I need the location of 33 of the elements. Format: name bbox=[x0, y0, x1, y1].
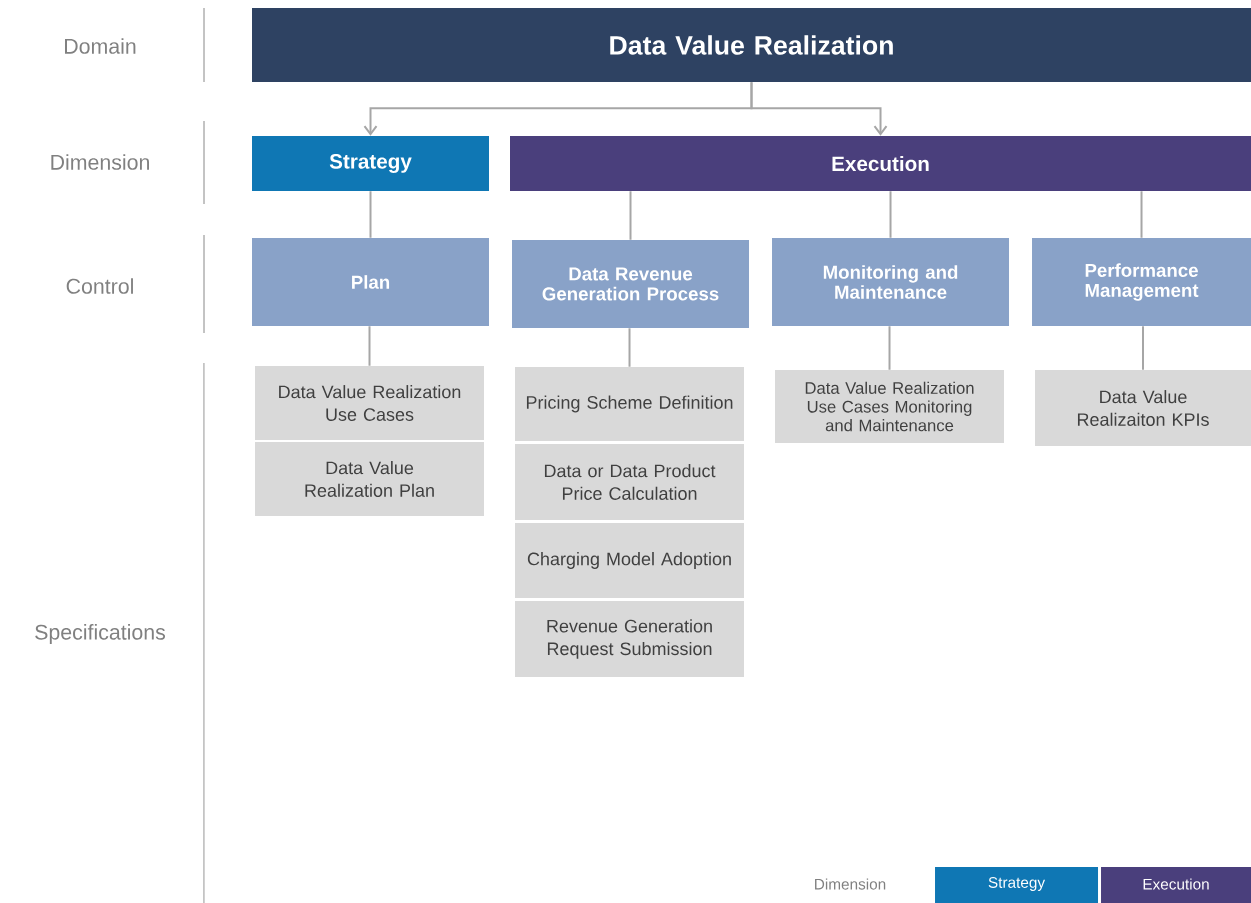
connector bbox=[369, 190, 372, 239]
control-box: Performance Management bbox=[1032, 238, 1251, 326]
node-label: Data Value Realization Use Cases bbox=[279, 385, 461, 421]
legend-item: Dimension bbox=[815, 878, 886, 890]
specification-box: Revenue Generation Request Submission bbox=[515, 601, 744, 677]
connector bbox=[628, 327, 631, 368]
specification-box: Pricing Scheme Definition bbox=[515, 367, 744, 441]
connector bbox=[750, 81, 888, 136]
row-label: Dimension bbox=[51, 154, 149, 170]
legend-item: Strategy bbox=[935, 867, 1098, 903]
control-box: Plan bbox=[252, 238, 489, 326]
dimension-box: Strategy bbox=[252, 136, 489, 191]
domain-box: Data Value Realization bbox=[252, 8, 1251, 82]
legend-item: Execution bbox=[1101, 867, 1251, 903]
connector bbox=[1142, 325, 1144, 371]
specification-box: Data Value Realizaiton KPIs bbox=[1035, 370, 1251, 446]
connector bbox=[889, 190, 892, 239]
row-label: Specifications bbox=[35, 624, 165, 644]
specification-box: Data Value Realization Use Cases bbox=[255, 366, 484, 440]
control-box: Monitoring and Maintenance bbox=[772, 238, 1009, 326]
connector bbox=[1140, 190, 1143, 239]
specification-box: Data Value Realization Use Cases Monitoring and Maintenance bbox=[775, 370, 1004, 443]
specification-box: Data or Data Product Price Calculation bbox=[515, 444, 744, 520]
connector bbox=[368, 325, 371, 367]
node-label: Data Value Realization Plan bbox=[305, 461, 434, 497]
specification-box: Charging Model Adoption bbox=[515, 523, 744, 598]
connector bbox=[629, 190, 632, 241]
control-box: Data Revenue Generation Process bbox=[512, 240, 749, 328]
dimension-box: Execution bbox=[510, 136, 1251, 191]
specification-box: Data Value Realization Plan bbox=[255, 442, 484, 516]
row-label: Domain bbox=[65, 38, 136, 54]
row-label: Control bbox=[66, 278, 133, 294]
connector bbox=[888, 325, 891, 371]
